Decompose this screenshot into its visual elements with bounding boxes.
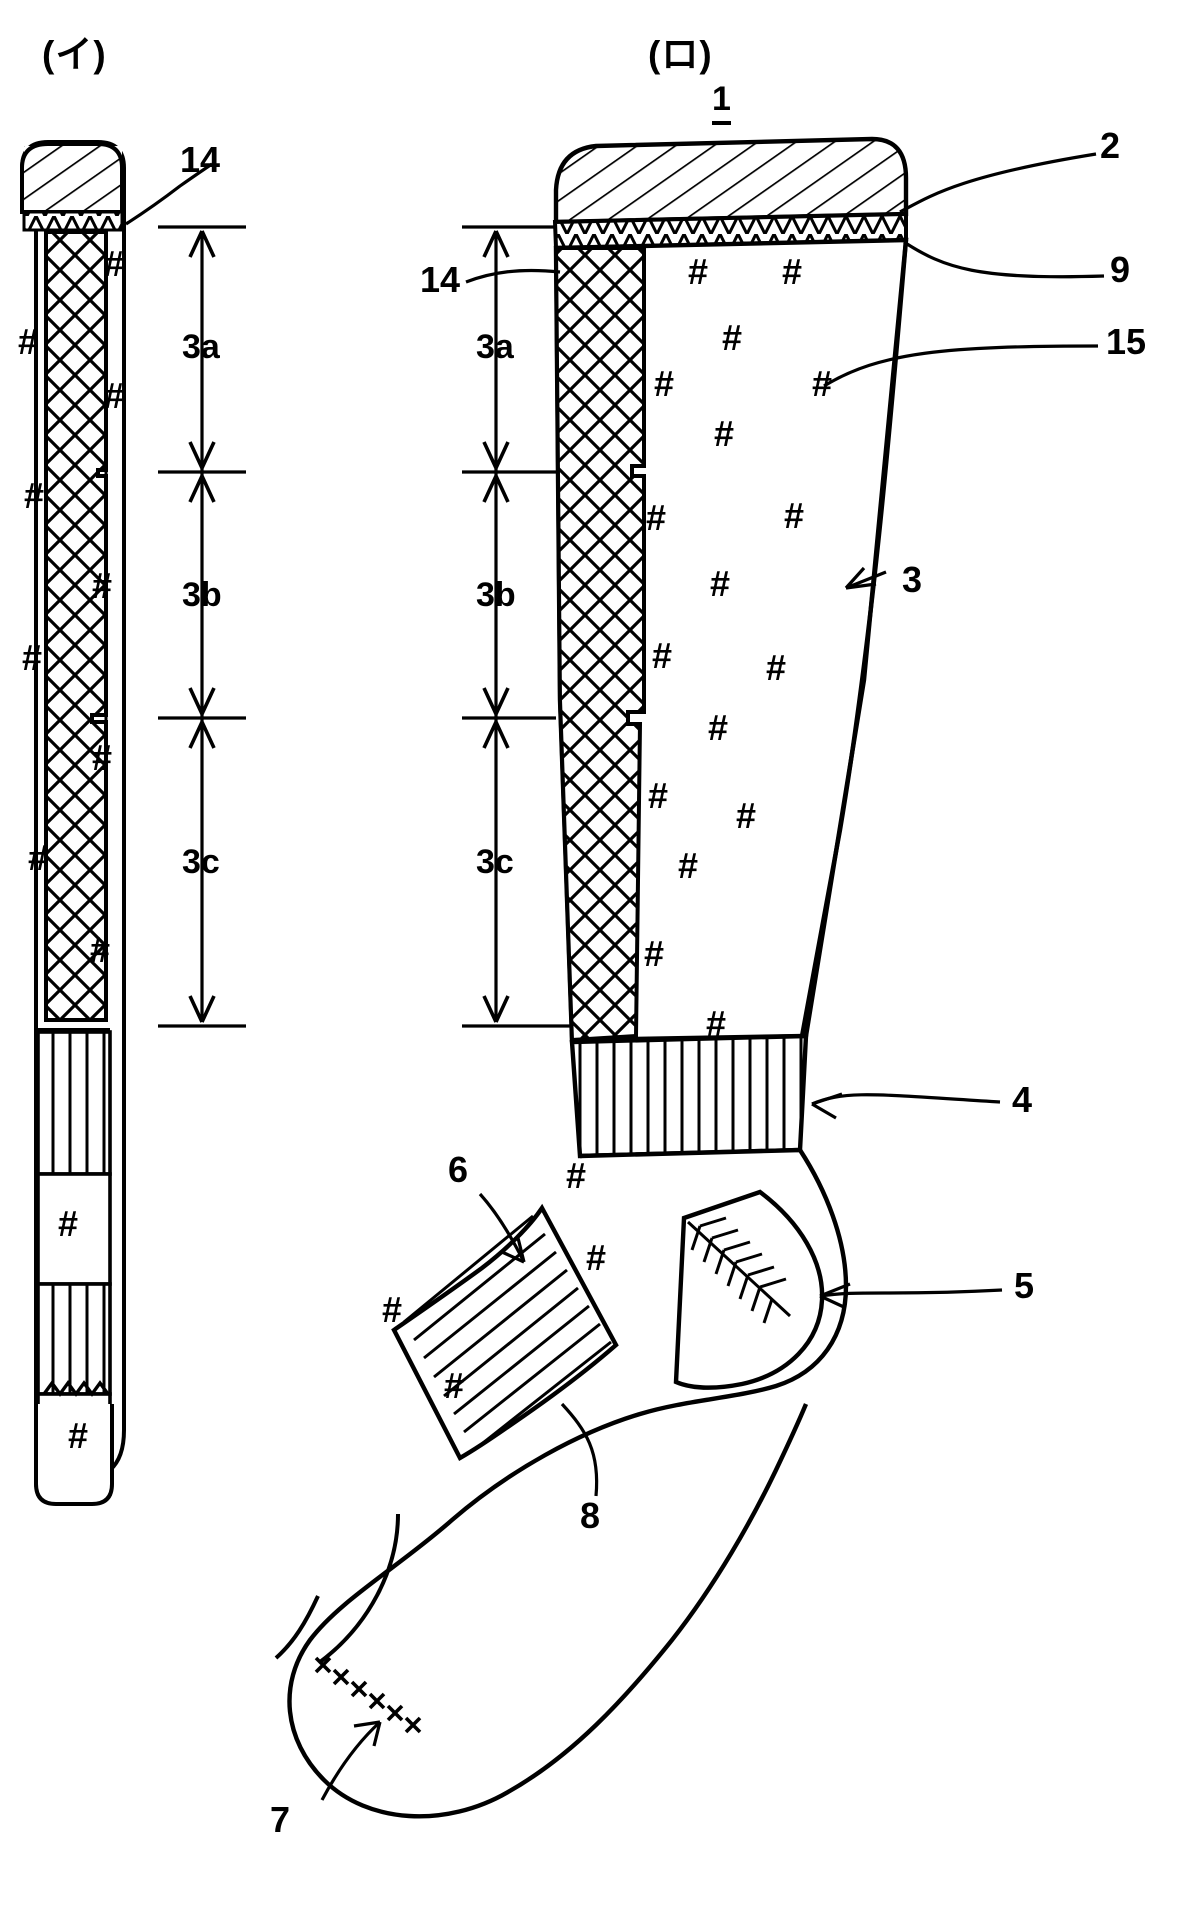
right-figure-sock <box>274 136 909 1819</box>
leader-14-left <box>125 162 213 226</box>
hatch-mark: # <box>28 837 49 878</box>
ref-14-right: 14 <box>420 259 461 300</box>
ref-14-left: 14 <box>180 139 221 180</box>
heel-herringbone <box>686 1216 792 1324</box>
hatch-mark: # <box>766 647 787 688</box>
right-foot-outline <box>287 1147 849 1819</box>
left-figure-flat-view <box>19 140 126 1506</box>
hatch-mark: # <box>678 845 699 886</box>
leader-6-arrow <box>501 1237 526 1264</box>
ref-6: 6 <box>448 1149 469 1190</box>
hatch-mark: # <box>644 933 665 974</box>
dim-3b-right: 3b <box>476 576 516 614</box>
right-dimension-lines <box>462 225 572 1028</box>
hatch-mark: # <box>18 321 39 362</box>
hatch-mark: # <box>782 251 803 292</box>
hatch-mark: # <box>706 1003 727 1044</box>
hatch-mark: # <box>92 565 113 606</box>
ref-4: 4 <box>1012 1079 1033 1120</box>
dim-3a-right: 3a <box>476 328 514 366</box>
hatch-mark: # <box>92 737 113 778</box>
left-dimension-lines <box>158 225 246 1028</box>
hatch-mark: # <box>714 413 735 454</box>
right-net-panel <box>553 246 646 1043</box>
hatch-mark: # <box>104 243 125 284</box>
leader-7 <box>320 1720 382 1801</box>
hatch-mark: # <box>654 363 675 404</box>
leader-3-arrow <box>844 566 877 590</box>
left-net-panel <box>44 230 108 1022</box>
leader-3 <box>845 570 887 590</box>
hatch-mark: # <box>812 363 833 404</box>
dim-3b-left: 3b <box>182 576 222 614</box>
assembly-numeral: 1 <box>712 80 731 125</box>
hatch-mark: # <box>104 375 125 416</box>
ref-8: 8 <box>580 1495 601 1536</box>
hatch-mark: # <box>708 707 729 748</box>
right-ankle-rib <box>569 1033 809 1159</box>
hatch-mark: # <box>90 929 111 970</box>
leader-4-arrow <box>811 1092 843 1120</box>
leader-2 <box>899 152 1097 214</box>
hatch-mark: # <box>58 1203 79 1244</box>
hatch-mark: # <box>722 317 743 358</box>
seam-mark: # <box>382 1289 403 1330</box>
leader-5 <box>819 1288 1003 1298</box>
left-zigzag-band <box>22 210 124 232</box>
right-leg-right-edge <box>799 239 909 1037</box>
leader-6 <box>478 1192 526 1263</box>
hatch-mark: # <box>784 495 805 536</box>
seam-mark: # <box>586 1237 607 1278</box>
left-toe-seam <box>42 1380 110 1397</box>
leader-7-arrow <box>353 1720 382 1747</box>
leader-9 <box>903 240 1105 279</box>
hatch-mark: # <box>710 563 731 604</box>
ref-5: 5 <box>1014 1265 1035 1306</box>
leader-15 <box>823 344 1099 388</box>
hatch-mark: # <box>22 637 43 678</box>
leader-5-arrow <box>819 1282 851 1310</box>
toe-division-line <box>318 1513 400 1664</box>
toe-seam-stitches <box>314 1656 422 1734</box>
ref-15: 15 <box>1106 321 1147 362</box>
seam-mark: # <box>444 1365 465 1406</box>
hatch-mark: # <box>648 775 669 816</box>
figure-tag-right: (ロ) <box>648 34 713 75</box>
leader-14-right <box>465 268 561 284</box>
leader-8 <box>560 1402 599 1497</box>
ref-9: 9 <box>1110 249 1131 290</box>
instep-rib-lines <box>403 1214 612 1452</box>
left-cuff-hatch <box>24 146 122 212</box>
ref-7: 7 <box>270 1799 291 1840</box>
hatch-mark: # <box>652 635 673 676</box>
hatch-mark: # <box>646 497 667 538</box>
dim-3c-right: 3c <box>476 843 514 881</box>
hatch-mark: # <box>68 1415 89 1456</box>
ref-3: 3 <box>902 559 923 600</box>
right-instep-rib <box>391 1203 619 1462</box>
figure-tag-left: (イ) <box>42 34 107 75</box>
right-cuff <box>553 136 909 225</box>
ref-2: 2 <box>1100 125 1121 166</box>
dim-3a-left: 3a <box>182 328 220 366</box>
dim-3c-left: 3c <box>182 843 220 881</box>
seam-mark: # <box>566 1155 587 1196</box>
hatch-mark: # <box>688 251 709 292</box>
left-rib-2 <box>36 1282 112 1396</box>
hatch-mark: # <box>736 795 757 836</box>
left-plain-1 <box>36 1172 112 1286</box>
hatch-mark: # <box>24 475 45 516</box>
left-toe-outline <box>34 1404 114 1506</box>
left-rib-1 <box>36 1030 112 1176</box>
toe-tip-line <box>274 1595 320 1660</box>
